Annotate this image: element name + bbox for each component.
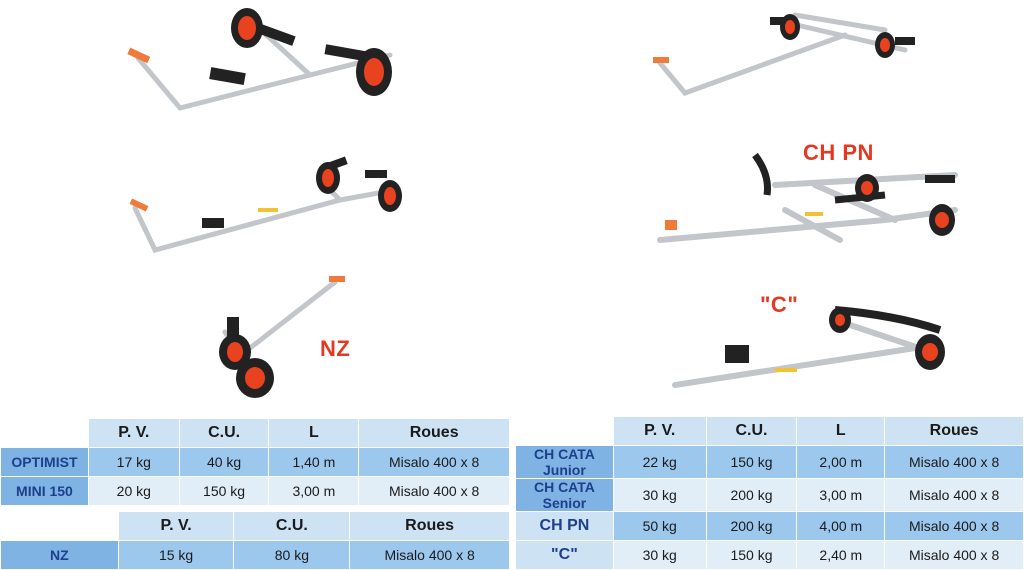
cell-roues: Misalo 400 x 8 [884, 539, 1024, 570]
cell-cu: 150 kg [705, 539, 798, 570]
cell-pv: 20 kg [87, 475, 180, 506]
col-header-roues: Roues [349, 511, 510, 541]
c-trolley-image [672, 306, 945, 388]
col-header-cu: C.U. [178, 418, 270, 448]
table-row: CH PN 50 kg 200 kg 4,00 m Misalo 400 x 8 [515, 510, 1024, 541]
cell-cu: 150 kg [705, 444, 798, 479]
cell-pv: 17 kg [87, 446, 180, 477]
mini150-trolley-image [129, 156, 402, 253]
table-row: CH CATA Junior 22 kg 150 kg 2,00 m Misal… [515, 444, 1024, 479]
table-row: CH CATA Senior 30 kg 200 kg 3,00 m Misal… [515, 477, 1024, 512]
cell-l: 1,40 m [268, 446, 360, 477]
table-row: OPTIMIST 17 kg 40 kg 1,40 m Misalo 400 x… [0, 446, 510, 477]
cell-pv: 30 kg [612, 539, 707, 570]
cell-roues: Misalo 400 x 8 [884, 444, 1024, 479]
cell-l: 4,00 m [796, 510, 886, 541]
cell-pv: 50 kg [612, 510, 707, 541]
cell-pv: 30 kg [612, 477, 707, 512]
ch-pn-title: CH PN [803, 140, 874, 165]
cell-cu: 150 kg [178, 475, 270, 506]
row-name: CH PN [515, 510, 614, 541]
row-name: CH CATA Junior [515, 444, 614, 479]
cell-l: 3,00 m [796, 477, 886, 512]
table-row: MINI 150 20 kg 150 kg 3,00 m Misalo 400 … [0, 475, 510, 506]
cell-cu: 200 kg [705, 477, 798, 512]
nz-title: NZ [320, 336, 351, 361]
row-name: NZ [0, 539, 119, 570]
row-name: OPTIMIST [0, 446, 89, 477]
col-header-l: L [796, 416, 886, 446]
cell-cu: 80 kg [233, 539, 351, 570]
optimist-trolley-image [127, 8, 393, 111]
row-name: MINI 150 [0, 475, 89, 506]
spec-table-right: P. V. C.U. L Roues CH CATA Junior 22 kg … [515, 416, 1024, 570]
spec-table-nz: P. V. C.U. Roues NZ 15 kg 80 kg Misalo 4… [0, 511, 510, 570]
col-header-pv: P. V. [117, 511, 235, 541]
cell-cu: 200 kg [705, 510, 798, 541]
cell-l: 3,00 m [268, 475, 360, 506]
ch-pn-trolley-image [657, 152, 958, 243]
table-row: NZ 15 kg 80 kg Misalo 400 x 8 [0, 539, 510, 570]
cell-l: 2,40 m [796, 539, 886, 570]
cell-roues: Misalo 400 x 8 [349, 539, 510, 570]
table-corner [516, 417, 614, 446]
col-header-roues: Roues [358, 418, 510, 448]
table-corner [1, 419, 89, 448]
nz-trolley-image [219, 276, 345, 398]
ch-cata-junior-trolley-image [653, 12, 915, 96]
cell-pv: 22 kg [612, 444, 707, 479]
col-header-pv: P. V. [87, 418, 180, 448]
cell-cu: 40 kg [178, 446, 270, 477]
col-header-pv: P. V. [612, 416, 707, 446]
cell-l: 2,00 m [796, 444, 886, 479]
cell-roues: Misalo 400 x 8 [358, 475, 510, 506]
cell-roues: Misalo 400 x 8 [884, 510, 1024, 541]
col-header-cu: C.U. [705, 416, 798, 446]
row-name: CH CATA Senior [515, 477, 614, 512]
cell-roues: Misalo 400 x 8 [884, 477, 1024, 512]
col-header-roues: Roues [884, 416, 1024, 446]
row-name: "C" [515, 539, 614, 570]
c-title: "C" [760, 292, 799, 317]
spec-table-left: P. V. C.U. L Roues OPTIMIST 17 kg 40 kg … [0, 418, 510, 506]
table-row: "C" 30 kg 150 kg 2,40 m Misalo 400 x 8 [515, 539, 1024, 570]
cell-roues: Misalo 400 x 8 [358, 446, 510, 477]
cell-pv: 15 kg [117, 539, 235, 570]
table-corner [1, 512, 119, 541]
col-header-l: L [268, 418, 360, 448]
col-header-cu: C.U. [233, 511, 351, 541]
